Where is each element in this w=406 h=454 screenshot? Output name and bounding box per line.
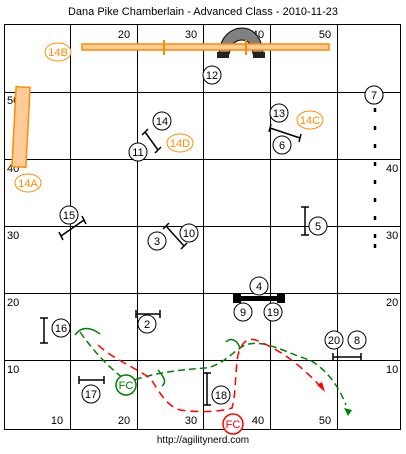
svg-text:20: 20	[328, 335, 340, 347]
svg-text:14D: 14D	[170, 138, 190, 150]
green-path	[74, 327, 352, 416]
svg-text:8: 8	[354, 335, 360, 347]
obstacle-number-17: 17	[81, 384, 101, 404]
obstacle-number-18: 18	[211, 385, 231, 405]
obstacle-number-13: 13	[269, 103, 289, 123]
svg-text:7: 7	[371, 90, 377, 102]
left-label: 10	[7, 364, 19, 376]
svg-text:15: 15	[63, 210, 75, 222]
obstacle-number-8: 8	[347, 330, 367, 350]
right-label: 30	[386, 230, 398, 242]
right-label: 10	[386, 364, 398, 376]
bottom-label: 10	[51, 415, 63, 427]
right-label: 20	[386, 297, 398, 309]
orange-labels: 14B 14A 14C 14D	[14, 42, 324, 193]
left-label: 30	[7, 230, 19, 242]
svg-text:10: 10	[183, 228, 195, 240]
top-label: 30	[185, 29, 197, 41]
bottom-label: 40	[252, 415, 264, 427]
dogwalk-plank-left	[11, 85, 31, 169]
obstacle-number-9: 9	[233, 302, 253, 322]
obstacle-number-10: 10	[179, 223, 199, 243]
svg-text:5: 5	[315, 221, 321, 233]
bottom-label: 50	[319, 415, 331, 427]
obstacle-number-12: 12	[202, 65, 222, 85]
svg-text:12: 12	[206, 70, 218, 82]
svg-text:13: 13	[273, 108, 285, 120]
obstacle-number-15: 15	[59, 205, 79, 225]
svg-text:11: 11	[132, 147, 143, 159]
obstacle-number-7: 7	[364, 85, 384, 105]
svg-text:FC: FC	[226, 419, 241, 431]
svg-text:18: 18	[215, 390, 227, 402]
svg-text:14B: 14B	[48, 47, 68, 59]
red-path	[97, 338, 325, 413]
fc-red: FC	[222, 413, 244, 435]
obstacle-number-19: 19	[263, 302, 283, 322]
svg-text:2: 2	[144, 319, 150, 331]
svg-text:9: 9	[240, 307, 246, 319]
svg-text:4: 4	[256, 281, 262, 293]
obstacle-number-5: 5	[308, 216, 328, 236]
label-14a: 14A	[14, 173, 42, 193]
grid-labels: 20 30 40 50 10 20 30 40 50 50 40 30 20 1…	[7, 29, 398, 427]
bottom-label: 30	[185, 415, 197, 427]
top-label: 20	[118, 29, 130, 41]
bottom-label: 20	[118, 415, 130, 427]
svg-text:14: 14	[156, 116, 168, 128]
obstacle-number-20: 20	[324, 330, 344, 350]
jump-bars	[40, 123, 362, 406]
svg-text:FC: FC	[119, 380, 134, 392]
footer-url: http://agilitynerd.com	[157, 435, 249, 446]
svg-text:14C: 14C	[300, 115, 320, 127]
grid	[4, 24, 401, 430]
top-label: 50	[319, 29, 331, 41]
course-title: Dana Pike Chamberlain - Advanced Class -…	[68, 6, 338, 18]
fc-green: FC	[115, 374, 137, 396]
svg-text:17: 17	[85, 389, 97, 401]
obstacle-number-3: 3	[147, 231, 167, 251]
number-circles: 1 2 3 4 5 6 7 8 9 10 11 12 13 14 15 16 1…	[51, 65, 384, 405]
obstacle-number-11: 11	[128, 142, 148, 162]
svg-text:19: 19	[267, 307, 279, 319]
label-14c: 14C	[296, 110, 324, 130]
fc-labels: FC FC	[115, 374, 244, 435]
svg-text:16: 16	[55, 323, 67, 335]
svg-text:14A: 14A	[18, 178, 38, 190]
obstacle-number-16: 16	[51, 318, 71, 338]
left-label: 20	[7, 297, 19, 309]
label-14d: 14D	[166, 133, 194, 153]
table-obstacle	[233, 294, 285, 303]
obstacle-number-6: 6	[272, 135, 292, 155]
right-label: 40	[386, 163, 398, 175]
obstacle-number-4: 4	[249, 276, 269, 296]
dogwalk-plank-top	[81, 40, 330, 55]
svg-text:6: 6	[279, 140, 285, 152]
obstacle-number-2: 2	[137, 314, 157, 334]
svg-text:3: 3	[154, 236, 160, 248]
label-14b: 14B	[44, 42, 72, 62]
obstacle-number-14: 14	[152, 111, 172, 131]
